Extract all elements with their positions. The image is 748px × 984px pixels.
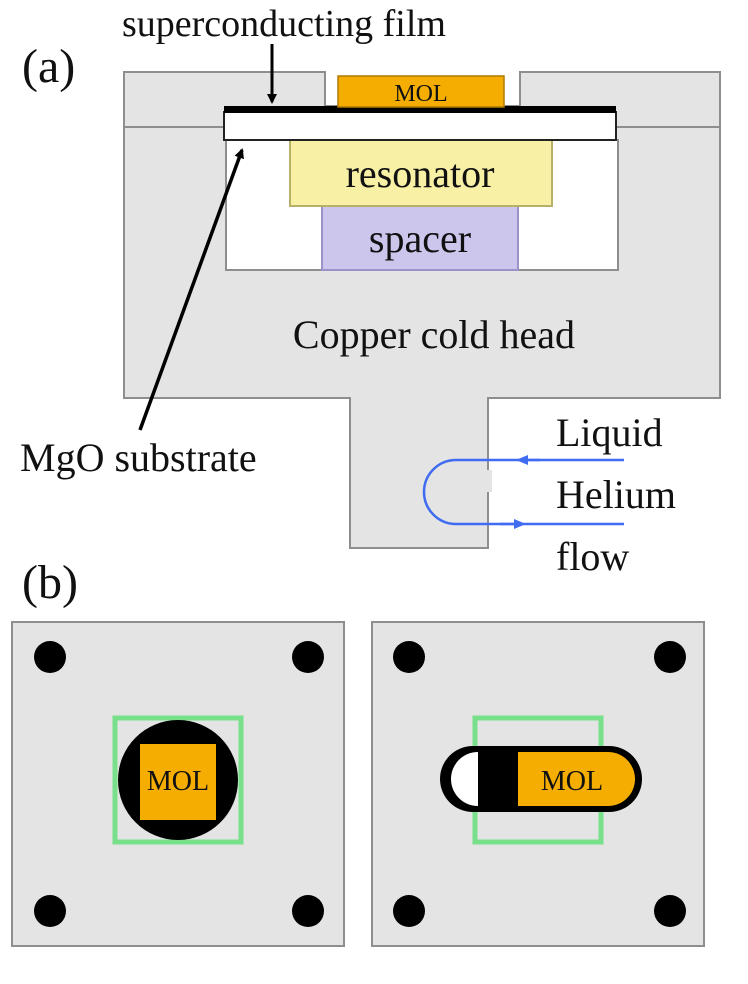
spacer-label: spacer	[369, 216, 471, 261]
capsule-white-end	[451, 752, 478, 806]
resonator-frame-left	[112, 715, 244, 845]
resonator-block	[289, 137, 553, 207]
mol-label-a: MOL	[394, 81, 447, 107]
substrate-label: MgO substrate	[20, 435, 257, 480]
substrate-arrow	[138, 148, 244, 431]
mount-hole	[393, 641, 425, 673]
right-plate: MOL	[371, 621, 705, 947]
helium-label-line2: Helium	[556, 472, 676, 517]
mount-hole	[292, 641, 324, 673]
mol-label-right: MOL	[541, 766, 603, 797]
mount-hole	[34, 895, 66, 927]
mount-hole	[654, 641, 686, 673]
helium-label-line3: flow	[556, 534, 629, 579]
helium-label-line1: Liquid	[556, 410, 663, 455]
mol-sample-left	[140, 744, 216, 820]
resonator-label: resonator	[346, 151, 495, 196]
mount-hole	[393, 895, 425, 927]
mgo-substrate	[223, 111, 617, 141]
panel-b-label: (b)	[22, 556, 78, 609]
mount-hole	[34, 641, 66, 673]
mol-label-left: MOL	[147, 766, 209, 797]
mount-hole	[292, 895, 324, 927]
mol-sample-a	[337, 75, 505, 108]
cold-head-label: Copper cold head	[293, 312, 575, 357]
film-label: superconducting film	[122, 3, 446, 45]
panel-a-label: (a)	[22, 40, 75, 93]
pipe-wall-gap	[486, 470, 492, 492]
superconducting-film	[224, 106, 616, 113]
mol-sample-right	[518, 752, 635, 806]
panel-a: (a) spacer resonator MOL superconducting…	[20, 3, 721, 579]
panel-b: (b) MOL MOL	[11, 556, 705, 947]
mount-hole	[654, 895, 686, 927]
left-plate: MOL	[11, 621, 345, 947]
helium-flow-arrow	[422, 458, 624, 526]
